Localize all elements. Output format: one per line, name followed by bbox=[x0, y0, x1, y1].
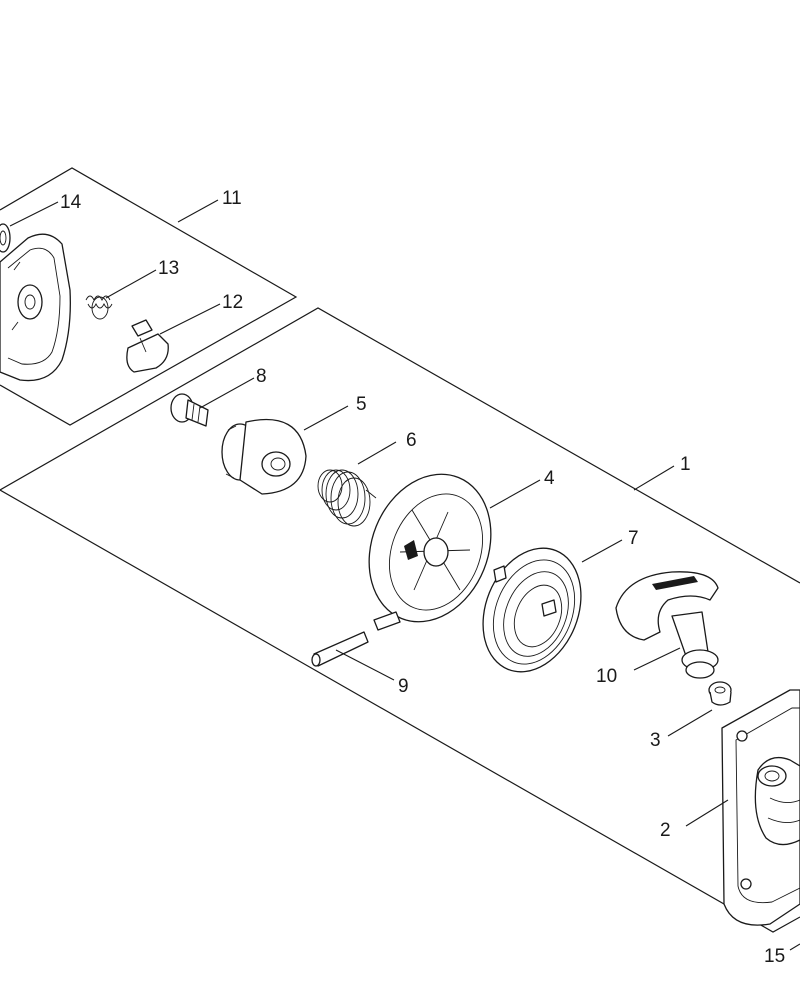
label-12: 12 bbox=[222, 292, 243, 313]
part-13-spring bbox=[85, 295, 113, 320]
group-outline-1 bbox=[0, 307, 800, 933]
part-11-cover bbox=[0, 233, 71, 382]
part-12-pawl bbox=[126, 319, 169, 373]
part-2-housing bbox=[721, 689, 800, 926]
part-5-hub bbox=[221, 418, 307, 495]
part-4-reel bbox=[368, 473, 492, 623]
label-4: 4 bbox=[544, 468, 555, 489]
label-3: 3 bbox=[650, 730, 661, 751]
part-8-screw bbox=[170, 393, 209, 427]
label-9: 9 bbox=[398, 676, 409, 697]
label-15: 15 bbox=[764, 946, 785, 967]
label-7: 7 bbox=[628, 528, 639, 549]
label-2: 2 bbox=[660, 820, 671, 841]
leader-lines bbox=[9, 199, 800, 951]
part-labels: 14 11 13 12 8 5 6 1 4 7 9 10 3 2 15 bbox=[60, 188, 785, 967]
part-3-bushing bbox=[708, 681, 732, 706]
part-6-spring bbox=[317, 469, 377, 527]
part-14-ring bbox=[0, 223, 11, 253]
part-9-pin bbox=[311, 611, 401, 667]
part-7-recoil-spring bbox=[482, 547, 582, 673]
label-1: 1 bbox=[680, 454, 691, 475]
group-outline-11 bbox=[0, 167, 298, 426]
label-5: 5 bbox=[356, 394, 367, 415]
label-13: 13 bbox=[158, 258, 179, 279]
label-14: 14 bbox=[60, 192, 82, 213]
part-10-handle bbox=[615, 571, 719, 679]
label-8: 8 bbox=[256, 366, 267, 387]
label-6: 6 bbox=[406, 430, 417, 451]
label-11: 11 bbox=[222, 188, 242, 209]
label-10: 10 bbox=[596, 666, 617, 687]
